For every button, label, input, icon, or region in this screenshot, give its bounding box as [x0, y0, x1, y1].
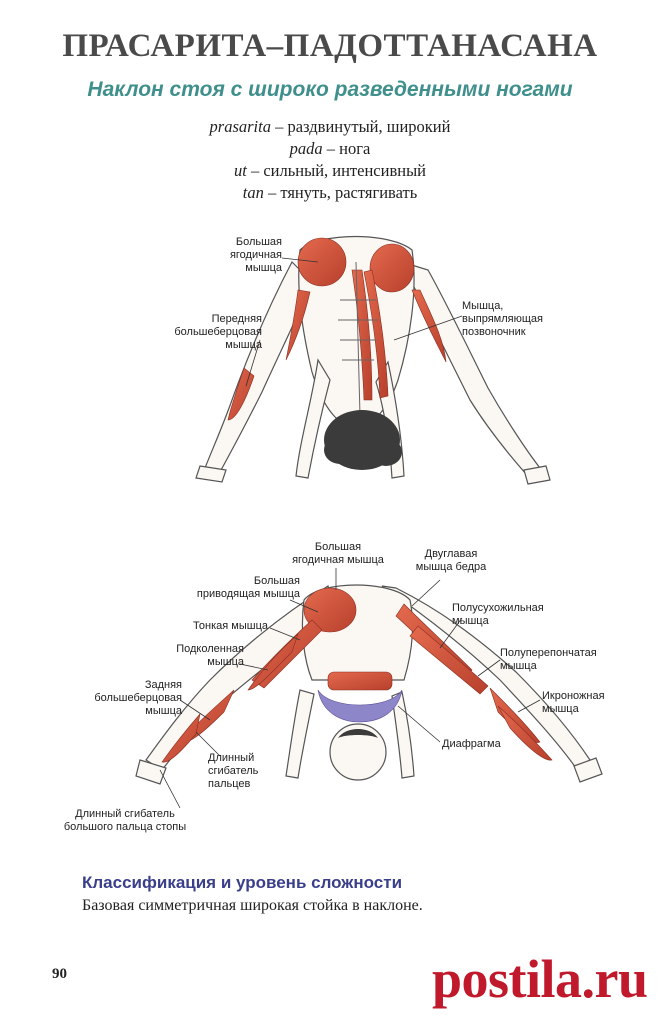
label-biceps-femoris: Двуглавая мышца бедра: [415, 548, 487, 573]
label-erector-spinae: Мышца, выпрямляющая позвоночник: [462, 300, 543, 338]
label-semimembranosus: Полуперепончатая мышца: [500, 647, 597, 672]
page-title: ПРАСАРИТА–ПАДОТТАНАСАНА: [62, 28, 598, 64]
label-gluteus-maximus-bottom: Большая ягодичная мышца: [292, 541, 384, 566]
etymology-line: ut – сильный, интенсивный: [234, 161, 426, 180]
page-subtitle: Наклон стоя с широко разведенными ногами: [87, 78, 573, 101]
label-adductor-magnus: Большая приводящая мышца: [196, 575, 300, 600]
classification-heading: Классификация и уровень сложности: [82, 873, 403, 892]
label-gastrocnemius: Икроножная мышца: [542, 690, 605, 715]
classification-text: Базовая симметричная широкая стойка в на…: [82, 897, 423, 914]
bottom-face: [338, 729, 378, 738]
label-flexor-digitorum-longus: Длинный сгибатель пальцев: [208, 752, 259, 790]
watermark: postila.ru: [432, 949, 648, 1009]
label-tibialis-anterior: Передняя большеберцовая мышца: [174, 313, 262, 351]
top-leader-lines: [245, 257, 463, 387]
bottom-diaphragm: [317, 689, 403, 723]
label-popliteus: Подколенная мышца: [176, 643, 244, 668]
top-muscles: [227, 237, 447, 421]
page-number: 90: [52, 966, 67, 982]
label-tibialis-posterior: Задняя большеберцовая мышца: [94, 679, 182, 717]
label-semitendinosus: Полусухожильная мышца: [452, 602, 544, 627]
top-head-hair: [324, 410, 402, 470]
label-diaphragm: Диафрагма: [442, 738, 501, 750]
label-flexor-hallucis-longus: Длинный сгибатель большого пальца стопы: [63, 808, 187, 833]
bottom-muscles: [161, 587, 553, 763]
top-spine: [338, 261, 378, 417]
label-gluteus-maximus-top: Большая ягодичная мышца: [229, 236, 282, 274]
etymology-line: tan – тянуть, растягивать: [242, 183, 418, 202]
label-gracilis: Тонкая мышца: [193, 620, 268, 632]
bottom-leader-lines: [159, 568, 541, 809]
etymology-line: prasarita – раздвинутый, широкий: [209, 117, 451, 136]
etymology-line: pada – нога: [289, 139, 371, 158]
etymology-block: prasarita – раздвинутый, широкий pada – …: [0, 116, 660, 204]
